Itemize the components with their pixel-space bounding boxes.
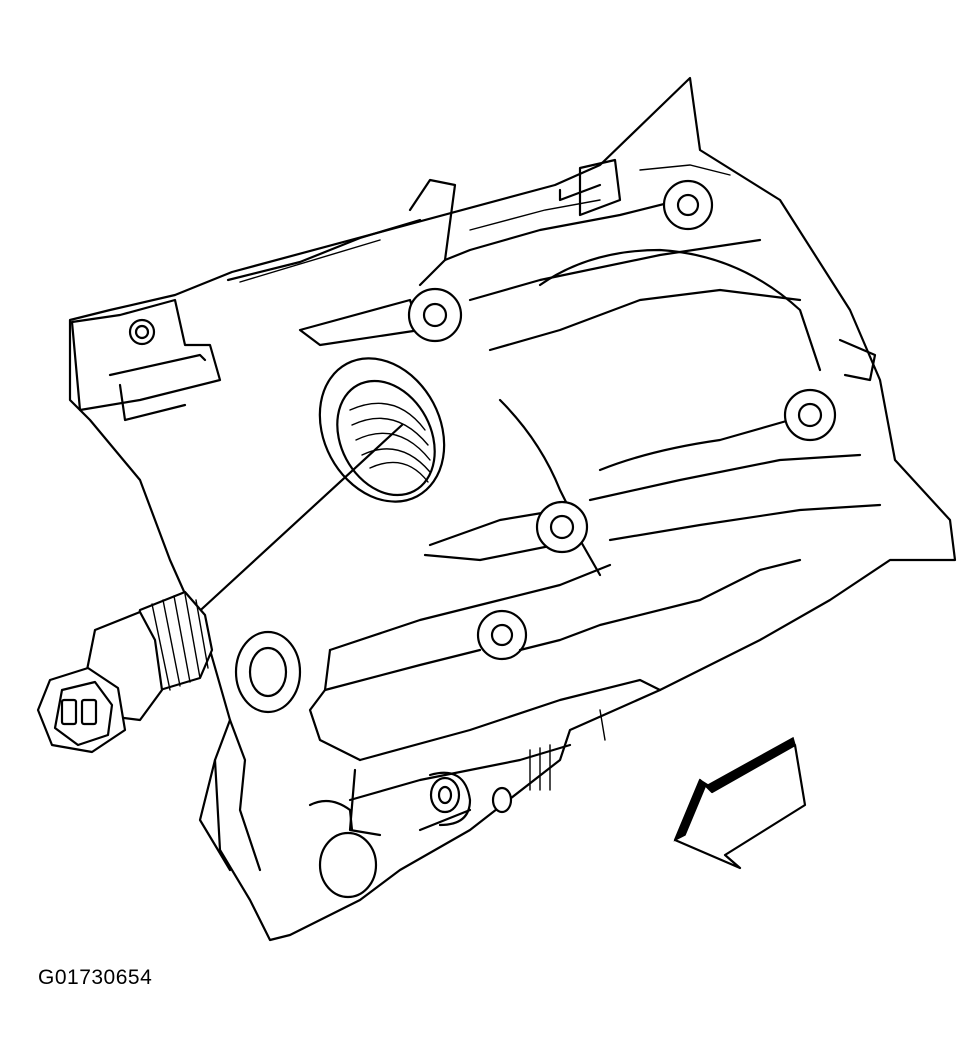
leader-line: [190, 423, 404, 620]
lower-flange: [308, 558, 802, 837]
cylinder-ribs: [298, 158, 882, 577]
engine-block: [68, 76, 957, 942]
bolt-bosses: [234, 179, 837, 714]
front-direction-arrow: [673, 736, 807, 870]
temperature-sensor: [36, 590, 214, 754]
sensor-port: [318, 357, 446, 503]
lower-left-features: [198, 718, 378, 899]
figure-code-label: G01730654: [38, 966, 153, 989]
mounting-tab-left: [70, 298, 222, 422]
